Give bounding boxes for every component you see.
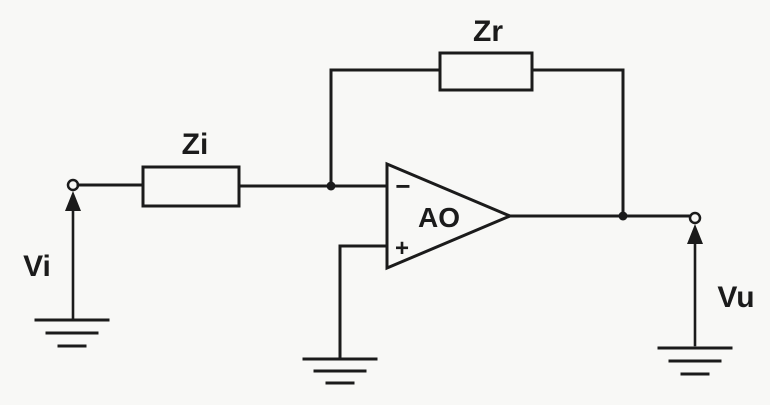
ground-symbol-output bbox=[657, 346, 733, 376]
zi-label: Zi bbox=[182, 128, 209, 161]
vi-label: Vi bbox=[23, 250, 51, 283]
noninverting-input-sign: + bbox=[395, 235, 409, 262]
op-amp-triangle bbox=[385, 161, 514, 271]
vu-label: Vu bbox=[717, 281, 754, 314]
zr-label: Zr bbox=[473, 15, 503, 48]
ground-symbol-noninverting bbox=[302, 357, 378, 385]
ground-symbol-input bbox=[34, 318, 110, 348]
feedback-impedance-zr bbox=[438, 51, 534, 92]
inverting-input-sign: − bbox=[395, 171, 410, 201]
input-impedance-zi bbox=[141, 165, 241, 208]
vi-arrow-head bbox=[65, 191, 81, 211]
output-terminal bbox=[688, 211, 702, 225]
vu-arrow-head bbox=[687, 224, 703, 244]
op-amp-label: AO bbox=[418, 202, 460, 233]
